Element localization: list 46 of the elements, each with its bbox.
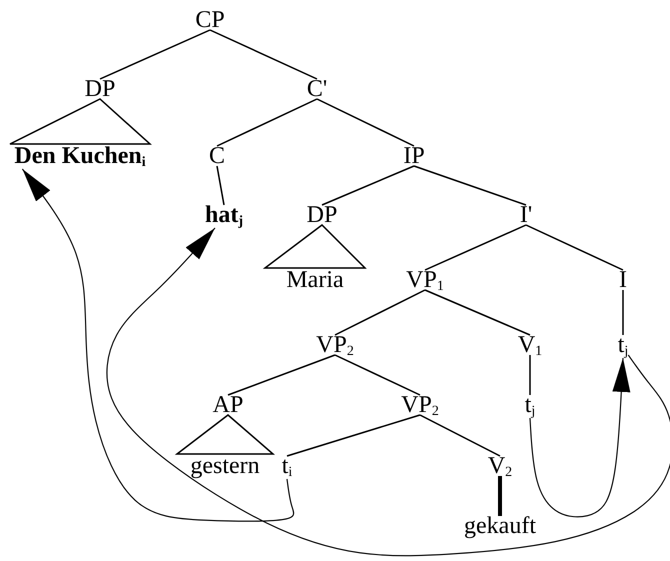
node-label: gestern bbox=[190, 453, 260, 479]
tree-branch bbox=[286, 414, 420, 457]
node-label: C bbox=[209, 143, 225, 169]
node-label: DP bbox=[84, 76, 116, 102]
tree-branch bbox=[100, 29, 210, 80]
triangle-branch bbox=[262, 224, 367, 269]
triangle-branch bbox=[174, 414, 276, 455]
tree-branch bbox=[420, 414, 500, 457]
movement-arrow bbox=[106, 228, 670, 556]
tree-branch bbox=[424, 289, 530, 336]
node-label: AP bbox=[212, 392, 244, 418]
node-label: Maria bbox=[286, 267, 344, 293]
node-label: I' bbox=[520, 202, 532, 228]
tree-branch bbox=[322, 165, 414, 206]
node-label: VP$_{2}$ bbox=[401, 392, 439, 418]
node-label: IP bbox=[403, 143, 425, 169]
movement-arrow bbox=[22, 168, 294, 522]
tree-branch bbox=[210, 29, 318, 80]
tree-branch bbox=[526, 224, 624, 271]
tree-branch bbox=[498, 476, 502, 516]
node-label: hat$_{j}$ bbox=[205, 202, 243, 228]
node-label: Den Kuchen$_{i}$ bbox=[14, 143, 146, 169]
node-label: DP bbox=[306, 202, 338, 228]
tree-branch bbox=[529, 355, 531, 395]
tree-branch bbox=[334, 289, 426, 336]
tree-branch bbox=[216, 98, 318, 147]
node-label: t$_{j}$ bbox=[524, 392, 536, 418]
node-label: C' bbox=[306, 76, 328, 102]
node-label: gekauft bbox=[464, 513, 536, 539]
node-label: CP bbox=[195, 7, 225, 33]
node-label: V$_{2}$ bbox=[488, 453, 512, 479]
node-label: I bbox=[619, 267, 627, 293]
node-label: V$_{1}$ bbox=[518, 332, 542, 358]
tree-branch bbox=[216, 166, 225, 206]
node-label: t$_{i}$ bbox=[282, 453, 292, 479]
tree-branch bbox=[228, 354, 336, 396]
triangle-branch bbox=[9, 98, 152, 145]
tree-branch bbox=[424, 224, 526, 271]
tree-branch bbox=[334, 354, 420, 396]
tree-branch bbox=[316, 98, 414, 147]
node-label: VP$_{1}$ bbox=[406, 267, 444, 293]
node-label: VP$_{2}$ bbox=[316, 332, 354, 358]
tree-branch bbox=[622, 290, 624, 335]
node-label: t$_{j}$ bbox=[618, 332, 628, 358]
tree-branch bbox=[414, 165, 526, 206]
movement-arrow bbox=[529, 358, 630, 518]
